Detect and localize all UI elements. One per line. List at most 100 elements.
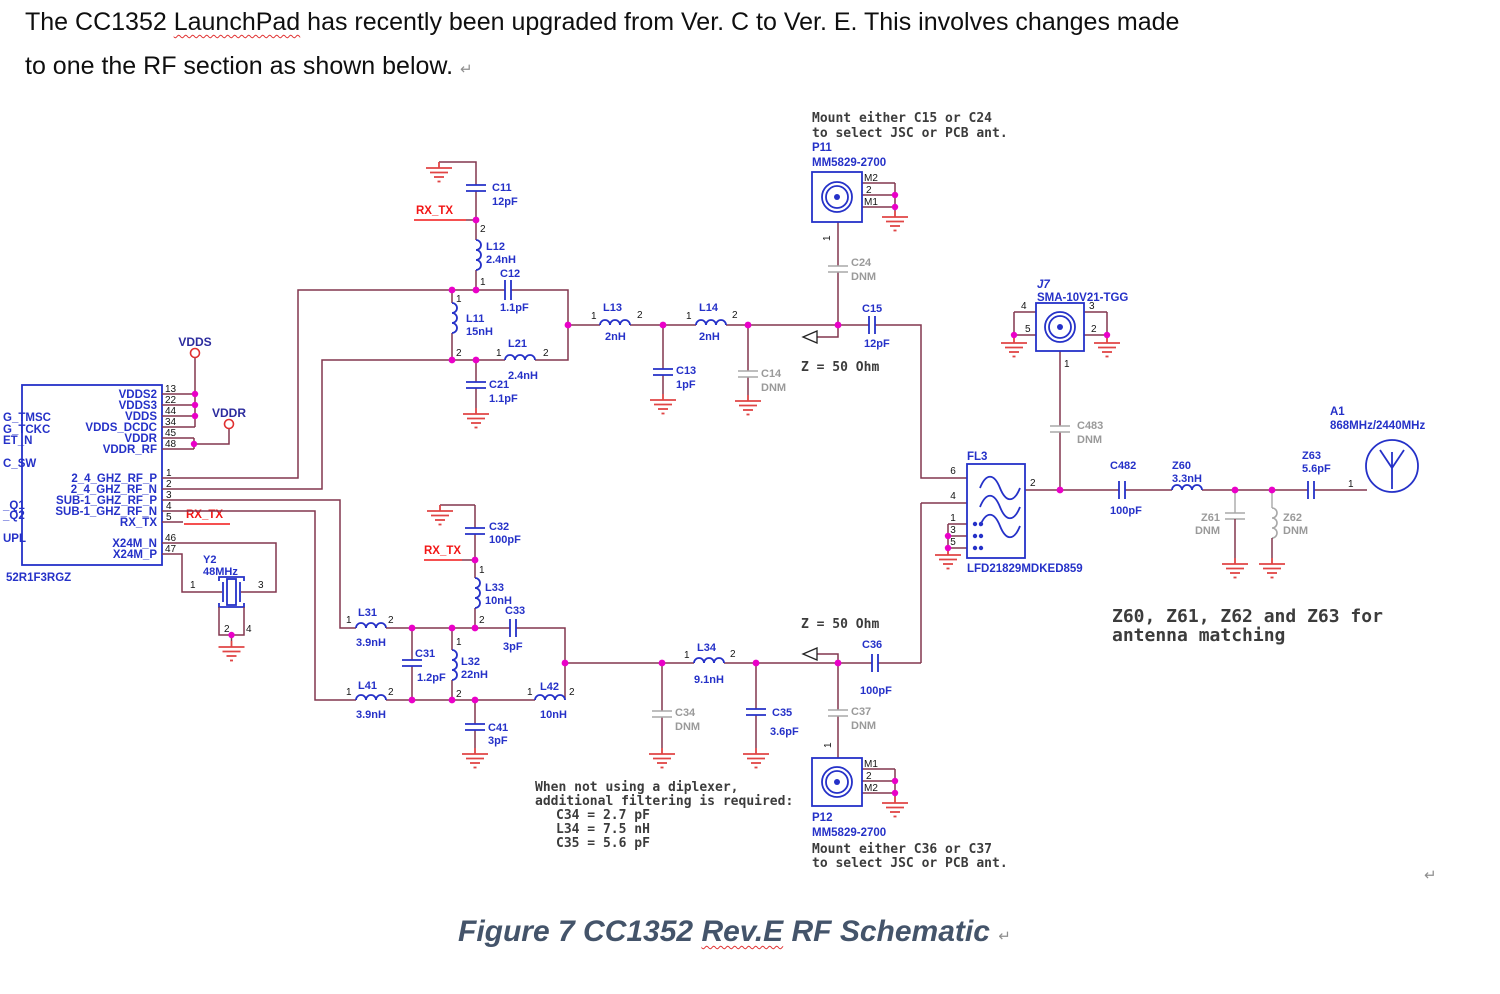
top-filter-rail: 1 2 L13 2nH C13 1pF 1 2 L14 2nH C14 DNM … xyxy=(568,302,967,479)
C33-ref: C33 xyxy=(505,605,525,617)
L12-value: 2.4nH xyxy=(486,254,516,266)
L12-pin2: 2 xyxy=(480,224,486,235)
FL3-value: LFD21829MDKED859 xyxy=(967,563,1083,575)
ic-pin-number: 4 xyxy=(166,501,172,512)
J7-pin5: 5 xyxy=(1025,324,1031,335)
C482-value: 100pF xyxy=(1110,505,1142,517)
note-mount-top-line2: to select JSC or PCB ant. xyxy=(812,126,1008,141)
C35-value: 3.6pF xyxy=(770,726,799,738)
ic-left-label: ET_N xyxy=(3,435,32,447)
ic-pin-name: SUB-1_GHZ_RF_N xyxy=(55,506,157,518)
L34-value: 9.1nH xyxy=(694,674,724,686)
L42-ref: L42 xyxy=(540,681,559,693)
ic-pin-number: 5 xyxy=(166,512,172,523)
intro-line1-c: has recently been upgraded from Ver. C t… xyxy=(300,8,1180,36)
C34-value: DNM xyxy=(675,721,700,733)
P12-pinM1: M1 xyxy=(864,759,878,770)
C12-value: 1.1pF xyxy=(500,302,529,314)
C41-ref: C41 xyxy=(488,722,508,734)
Y2-ref: Y2 xyxy=(203,554,216,566)
ic-pin-name: VDDS3 xyxy=(119,400,157,412)
L21-pin1: 1 xyxy=(496,348,502,359)
L31-ref: L31 xyxy=(358,607,377,619)
ic-left-label: G_TCKC xyxy=(3,424,50,436)
L33-ref: L33 xyxy=(485,582,504,594)
FL3-ref: FL3 xyxy=(967,451,987,463)
vddr-net-label: VDDR xyxy=(212,406,246,420)
diplexer-note: When not using a diplexer, additional fi… xyxy=(535,780,793,851)
C482-ref: C482 xyxy=(1110,460,1136,472)
L13-pin1: 1 xyxy=(591,311,597,322)
A1-value: 868MHz/2440MHz xyxy=(1330,420,1425,432)
L11-pin1: 1 xyxy=(456,294,462,305)
Z61-ref: Z61 xyxy=(1201,512,1220,524)
L13-ref: L13 xyxy=(603,302,622,314)
ic-left-label: C_SW xyxy=(3,458,36,470)
ic-left-label: UPL xyxy=(3,533,26,545)
ic-pin-number: 34 xyxy=(165,417,177,428)
L13-value: 2nH xyxy=(605,331,626,343)
J7-pin2: 2 xyxy=(1091,324,1097,335)
intro-paragraph: The CC1352 LaunchPad has recently been u… xyxy=(25,0,1475,92)
ic-pin-name: VDDS2 xyxy=(119,389,157,401)
rxtx-label-top: RX_TX xyxy=(416,205,453,217)
Z60-value: 3.3nH xyxy=(1172,473,1202,485)
net-label-rxtx-pin5: RX_TX xyxy=(184,509,230,525)
P11-pin2: 2 xyxy=(866,185,872,196)
L21-pin2: 2 xyxy=(543,348,549,359)
L41-pin2: 2 xyxy=(388,687,394,698)
figure-caption: Figure 7 CC1352 Rev.E RF Schematic ↵ xyxy=(458,915,1011,949)
Y2-pin3: 3 xyxy=(258,580,264,591)
return-mark-icon: ↵ xyxy=(998,928,1011,945)
C24-ref: C24 xyxy=(851,257,872,269)
L14-value: 2nH xyxy=(699,331,720,343)
L12-ref: L12 xyxy=(486,241,505,253)
C14-value: DNM xyxy=(761,382,786,394)
ic-left-label: G_TMSC xyxy=(3,412,51,424)
C14-ref: C14 xyxy=(761,368,782,380)
ic-pin-number: 46 xyxy=(165,533,177,544)
P12-ref: P12 xyxy=(812,812,832,824)
bottom-filter-rail: C34 DNM 1 2 L34 9.1nH C35 3.6pF Z = 50 O… xyxy=(565,617,921,769)
intro-launchpad-word: LaunchPad xyxy=(173,8,301,36)
C33-value: 3pF xyxy=(503,641,523,653)
J7-pin1: 1 xyxy=(1064,359,1070,370)
connector-p11: C24 DNM M2 2 M1 1 P11 MM5829-2700 Mount … xyxy=(811,111,1008,325)
Z63-ref: Z63 xyxy=(1302,450,1321,462)
C483-value: DNM xyxy=(1077,434,1102,446)
ic-pin-number: 1 xyxy=(166,468,172,479)
Z60-ref: Z60 xyxy=(1172,460,1191,472)
P11-pinM2: M2 xyxy=(864,173,878,184)
ic-pin-number: 13 xyxy=(165,384,177,395)
C21-ref: C21 xyxy=(489,379,509,391)
L32-ref: L32 xyxy=(461,656,480,668)
C36-value: 100pF xyxy=(860,685,892,697)
note-matching-line1: Z60, Z61, Z62 and Z63 for xyxy=(1112,606,1383,627)
rxtx-label-bottom: RX_TX xyxy=(424,545,461,557)
L11-ref: L11 xyxy=(466,313,484,325)
C32-ref: C32 xyxy=(489,521,509,533)
L14-ref: L14 xyxy=(699,302,719,314)
connector-j7: 4 5 3 2 1 J7 SMA-10V21-TGG C483 DNM xyxy=(1000,279,1128,490)
Y2-value: 48MHz xyxy=(203,566,238,578)
P12-pinM2: M2 xyxy=(864,783,878,794)
connector-p12: C37 DNM 1 M1 2 M2 P12 MM5829-2700 Mount … xyxy=(811,663,1008,871)
ic-part-number: 52R1F3RGZ xyxy=(6,572,71,584)
return-mark-icon: ↵ xyxy=(459,61,473,78)
ic-cc1352: 52R1F3RGZ G_TMSC G_TCKC ET_N C_SW _Q1 _Q… xyxy=(2,384,195,584)
crystal-y2: Y2 48MHz 1 3 2 4 xyxy=(162,542,277,662)
note-diplexer-line3: C34 = 2.7 pF xyxy=(556,808,650,823)
C31-value: 1.2pF xyxy=(417,672,446,684)
ic-pin-name: SUB-1_GHZ_RF_P xyxy=(56,495,157,507)
C13-value: 1pF xyxy=(676,379,696,391)
ic-pin-name: VDDS xyxy=(125,411,157,423)
P11-ref: P11 xyxy=(812,142,832,154)
FL3-pin2: 2 xyxy=(1030,478,1036,489)
C11-value: 12pF xyxy=(492,196,518,208)
C31-ref: C31 xyxy=(415,648,435,660)
junction-dots xyxy=(190,191,1276,797)
ic-pin-name: X24M_N xyxy=(112,538,157,550)
L32-pin2: 2 xyxy=(456,689,462,700)
P12-pin2: 2 xyxy=(866,771,872,782)
